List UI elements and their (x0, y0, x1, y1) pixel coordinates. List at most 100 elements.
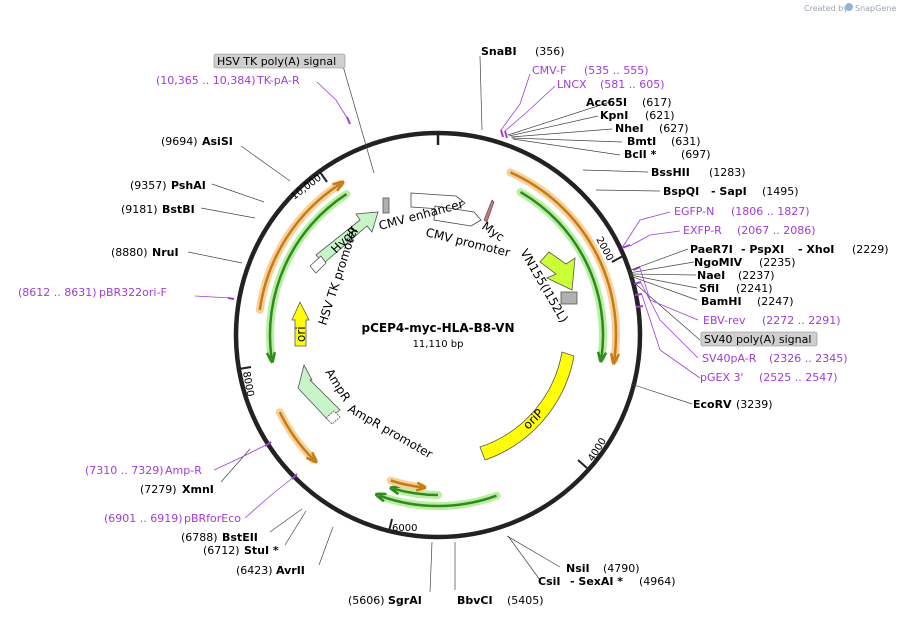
site-bamhi-name: BamHI (701, 295, 742, 308)
sv40-polya-feature (560, 291, 578, 305)
primer-pbrforeco-range: (6901 .. 6919) (104, 512, 183, 525)
site-stui-pos: (6712) (203, 544, 240, 557)
site-naei-pos: (2237) (738, 269, 775, 282)
site-xmni-name: XmnI (182, 483, 214, 496)
primer-egfpn-range: (1806 .. 1827) (731, 205, 810, 218)
primer-exfpr-name: EXFP-R (683, 224, 722, 237)
sv40-polya-box (700, 331, 818, 347)
primer-cmvf-name: CMV-F (532, 64, 566, 77)
site-ecorv-name: EcoRV (693, 398, 732, 411)
site-kpni-pos: (621) (645, 109, 675, 122)
site-bsteii-pos: (6788) (181, 531, 218, 544)
site-nrui-name: NruI (152, 246, 179, 259)
primer-ampr-name: Amp-R (165, 464, 202, 477)
site-csii-pos: (4964) (639, 575, 676, 588)
site-bcli-pos: (697) (681, 148, 711, 161)
cmv-promoter-arrow (433, 205, 482, 227)
site-ngomiv-pos: (2235) (759, 256, 796, 269)
site-bsshii-name: BssHII (651, 166, 690, 179)
backbone-ticks (238, 131, 624, 532)
leader-lines (187, 55, 701, 593)
primer-lncx-range: (581 .. 605) (600, 78, 665, 91)
site-snabi-name: SnaBI (481, 45, 517, 58)
site-naei-name: NaeI (697, 269, 725, 282)
label-ori: ori (294, 326, 308, 342)
site-paer7i-pos: (2229) (852, 243, 889, 256)
snapgene-logo-icon (845, 3, 853, 11)
primer-pbrforeco-name: pBRforEco (184, 512, 241, 525)
arc-orf-7 (268, 193, 348, 359)
site-csii-name: CsiI (538, 575, 560, 588)
arc-orf-1 (519, 191, 605, 359)
ori-arrow (291, 301, 310, 347)
site-pshai-pos: (9357) (130, 179, 167, 192)
label-ampr-promoter: AmpR promoter (346, 401, 436, 461)
site-acc65i-name: Acc65I (586, 96, 627, 109)
primer-leader-lines (194, 73, 701, 519)
tick-2000-mark (611, 255, 624, 263)
site-nhei-pos: (627) (659, 122, 689, 135)
tick-4000-mark (577, 459, 588, 469)
primer-tkpar-range: (10,365 .. 10,384) (156, 74, 256, 87)
site-sexai-name: - SexAI * (570, 575, 623, 588)
site-xhoi-name: - XhoI (798, 243, 834, 256)
credit-prefix: Created by (804, 4, 848, 13)
site-asisi-name: AsiSI (202, 135, 233, 148)
vn155-arrow (539, 251, 576, 291)
plasmid-name: pCEP4-myc-HLA-B8-VN (361, 321, 514, 335)
site-bspqi-pos: (1495) (762, 185, 799, 198)
site-ecorv-pos: (3239) (736, 398, 773, 411)
site-sfii-name: SfiI (699, 282, 719, 295)
arc-orf-3 (393, 487, 439, 497)
primer-sv40par-name: SV40pA-R (702, 352, 757, 365)
site-sgrai-pos: (5606) (348, 594, 385, 607)
site-asisi-pos: (9694) (161, 135, 198, 148)
primer-pbr322ori-range: (8612 .. 8631) (18, 286, 97, 299)
site-pshai-name: PshAI (171, 179, 206, 192)
arc-orf-6-arrowhead (305, 451, 318, 464)
site-bbvci-pos: (5405) (507, 594, 544, 607)
arc-orf-1-arrowhead (596, 351, 608, 363)
primer-cmvf-range: (535 .. 555) (584, 64, 649, 77)
label-sv40-polya: SV40 poly(A) signal (704, 333, 811, 346)
site-bstbi-pos: (9181) (121, 203, 158, 216)
site-nsii-pos: (4790) (603, 562, 640, 575)
hsv-tk-polya-feature (382, 197, 390, 214)
hygr-arrow (315, 211, 379, 264)
arc-orf-4-arrowhead (374, 492, 387, 503)
site-ngomiv-name: NgoMIV (694, 256, 743, 269)
site-bamhi-pos: (2247) (757, 295, 794, 308)
tick-10000-mark (319, 171, 328, 183)
arc-orf-8-arrowhead (332, 180, 345, 192)
site-avrii-name: AvrII (276, 564, 305, 577)
arc-orf-6 (278, 411, 315, 461)
site-bmti-name: BmtI (627, 135, 656, 148)
label-hsv-tk-polya: HSV TK poly(A) signal (217, 55, 336, 68)
arc-orf-5 (390, 479, 423, 489)
myc-tag-shape (483, 199, 495, 223)
site-stui-name: StuI * (244, 544, 279, 557)
primer-ebvrev-name: EBV-rev (703, 314, 746, 327)
credit-brand: SnapGene (855, 4, 896, 13)
primer-egfpn-name: EGFP-N (674, 205, 714, 218)
site-nrui-pos: (8880) (111, 246, 148, 259)
primer-tkpar-name: TK-pA-R (256, 74, 300, 87)
tick-label-6000: 6000 (392, 523, 417, 534)
site-acc65i-pos: (617) (642, 96, 672, 109)
tick-label-8000: 8000 (240, 371, 255, 398)
ampr-arrow (297, 363, 341, 421)
primer-ampr-range: (7310 .. 7329) (85, 464, 164, 477)
site-snabi-pos: (356) (535, 45, 565, 58)
arc-orf-2 (509, 171, 618, 360)
arc-orf-5-arrowhead (415, 481, 427, 492)
site-bcli-name: BclI * (624, 148, 657, 161)
primer-sv40par-range: (2326 .. 2345) (769, 352, 848, 365)
primer-pbr322ori-name: pBR322ori-F (99, 286, 167, 299)
cmv-enhancer-arrow (410, 192, 466, 211)
feature-layer (255, 168, 621, 510)
arc-orf-8 (258, 182, 341, 311)
site-kpni-name: KpnI (600, 109, 628, 122)
primer-lncx-name: LNCX (557, 78, 587, 91)
site-sfii-pos: (2241) (736, 282, 773, 295)
